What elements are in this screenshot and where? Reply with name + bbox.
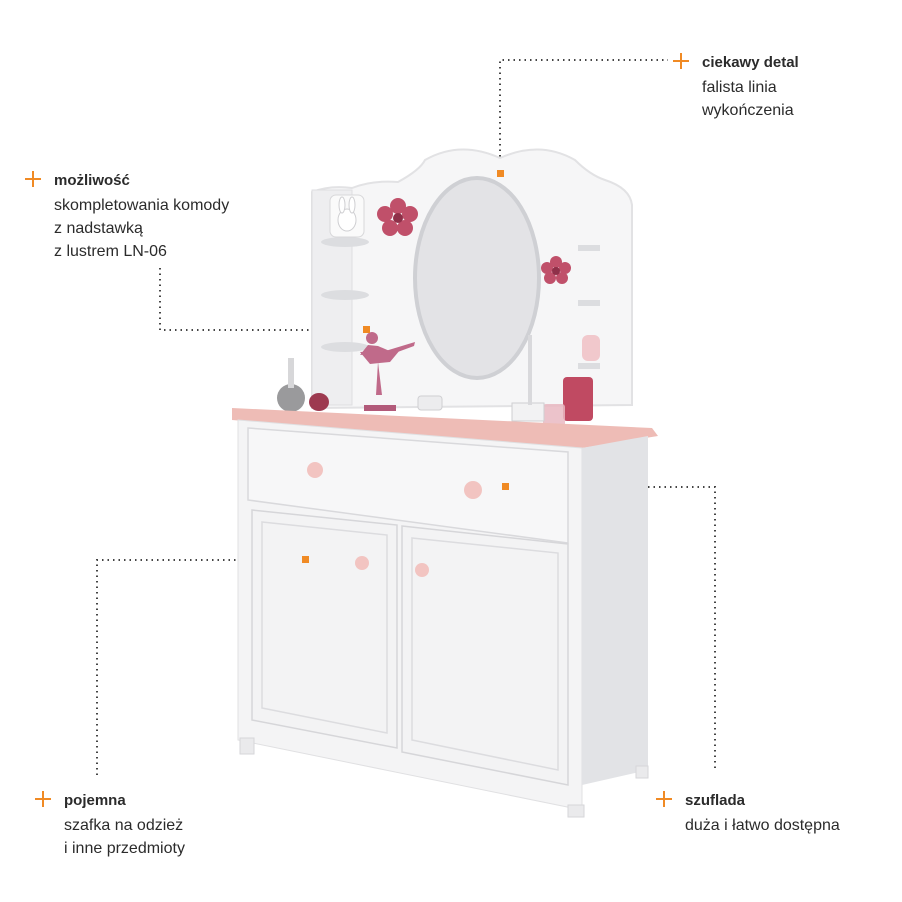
feature-markers xyxy=(302,170,509,563)
desc-line: z lustrem LN-06 xyxy=(54,243,167,260)
callout-desc: szafka na odzież i inne przedmioty xyxy=(64,814,185,860)
callout-desc: duża i łatwo dostępna xyxy=(685,814,840,837)
desc-line: i inne przedmioty xyxy=(64,840,185,857)
door-left xyxy=(251,509,398,749)
desc-line: duża i łatwo dostępna xyxy=(685,817,840,834)
flower-decor-small xyxy=(541,256,571,284)
knobs xyxy=(307,462,482,577)
mirror xyxy=(413,176,541,380)
desc-line: falista linia xyxy=(702,79,777,96)
flower-decor-large xyxy=(377,198,418,236)
callout-desc: falista linia wykończenia xyxy=(702,76,794,122)
leader-capacity xyxy=(96,559,305,775)
leader-drawer xyxy=(505,486,716,770)
callout-desc: skompletowania komody z nadstawką z lust… xyxy=(54,194,229,263)
callout-title: pojemna xyxy=(64,792,126,809)
callout-title: szuflada xyxy=(685,792,746,809)
callout-title: ciekawy detal xyxy=(702,54,799,71)
door-right xyxy=(401,525,569,786)
plus-icon xyxy=(655,790,673,808)
desc-line: z nadstawką xyxy=(54,220,143,237)
legs xyxy=(239,737,649,818)
plus-icon xyxy=(24,170,42,188)
dresser-side xyxy=(582,436,648,785)
leader-option xyxy=(159,268,365,331)
desc-line: szafka na odzież xyxy=(64,817,184,834)
leader-lines xyxy=(96,59,716,775)
callout-title: możliwość xyxy=(54,172,130,189)
dresser-top xyxy=(232,408,658,448)
bunny-figurine xyxy=(329,194,365,238)
drawer xyxy=(247,427,569,544)
desc-line: wykończenia xyxy=(702,102,794,119)
desc-line: skompletowania komody xyxy=(54,197,230,214)
plus-icon xyxy=(672,52,690,70)
hutch-shelves xyxy=(321,237,600,369)
ballerina-figurine xyxy=(360,332,415,411)
plus-icon xyxy=(34,790,52,808)
decor-items-left xyxy=(277,358,443,412)
